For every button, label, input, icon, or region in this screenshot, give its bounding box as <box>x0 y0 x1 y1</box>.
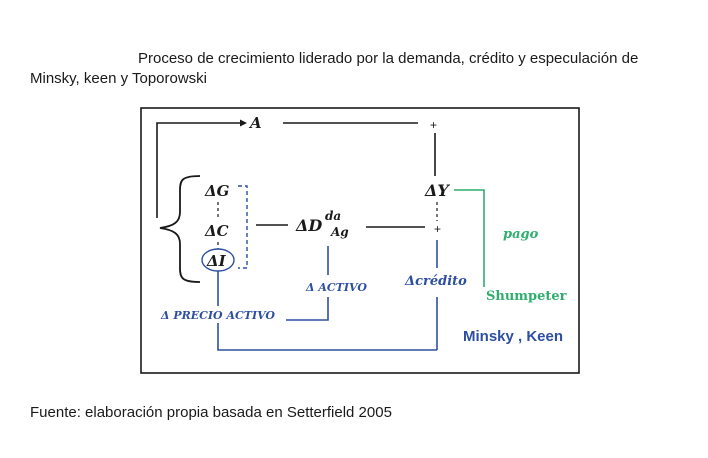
plus-sign-mid: + <box>434 222 441 236</box>
arrow-head-to-A <box>240 119 247 127</box>
dashed-bracket <box>238 185 248 269</box>
plus-sign-top: + <box>430 118 437 132</box>
label-delta-C: ΔC <box>204 222 229 240</box>
label-delta-D: ΔD <box>295 216 322 235</box>
label-pago: pago <box>503 227 539 242</box>
delta-D-base: ΔD <box>295 216 322 235</box>
caption-source: Fuente: elaboración propia basada en Set… <box>30 404 392 421</box>
caption-title-line-1: Proceso de crecimiento liderado por la d… <box>138 50 639 67</box>
line-activo-down <box>286 297 329 321</box>
delta-D-subscript: Ag <box>330 225 349 239</box>
label-delta-G: ΔG <box>204 182 230 200</box>
line-bottom-loop <box>217 323 437 351</box>
payment-line <box>454 189 485 287</box>
label-delta-I: ΔI <box>206 252 227 270</box>
label-credito: Δcrédito <box>404 274 467 289</box>
label-shumpeter: Shumpeter <box>486 289 567 304</box>
label-activo: Δ ACTIVO <box>305 281 367 294</box>
diagram-frame <box>140 107 580 374</box>
label-A: A <box>248 114 262 132</box>
delta-D-superscript: da <box>325 209 341 223</box>
label-minsky-keen: Minsky , Keen <box>463 328 563 345</box>
feedback-line-to-A <box>156 122 240 218</box>
curly-brace <box>159 175 201 283</box>
caption-title-line-2: Minsky, keen y Toporowski <box>30 70 208 87</box>
label-delta-Y: ΔY <box>424 181 450 200</box>
label-precio-activo: Δ PRECIO ACTIVO <box>160 309 275 322</box>
